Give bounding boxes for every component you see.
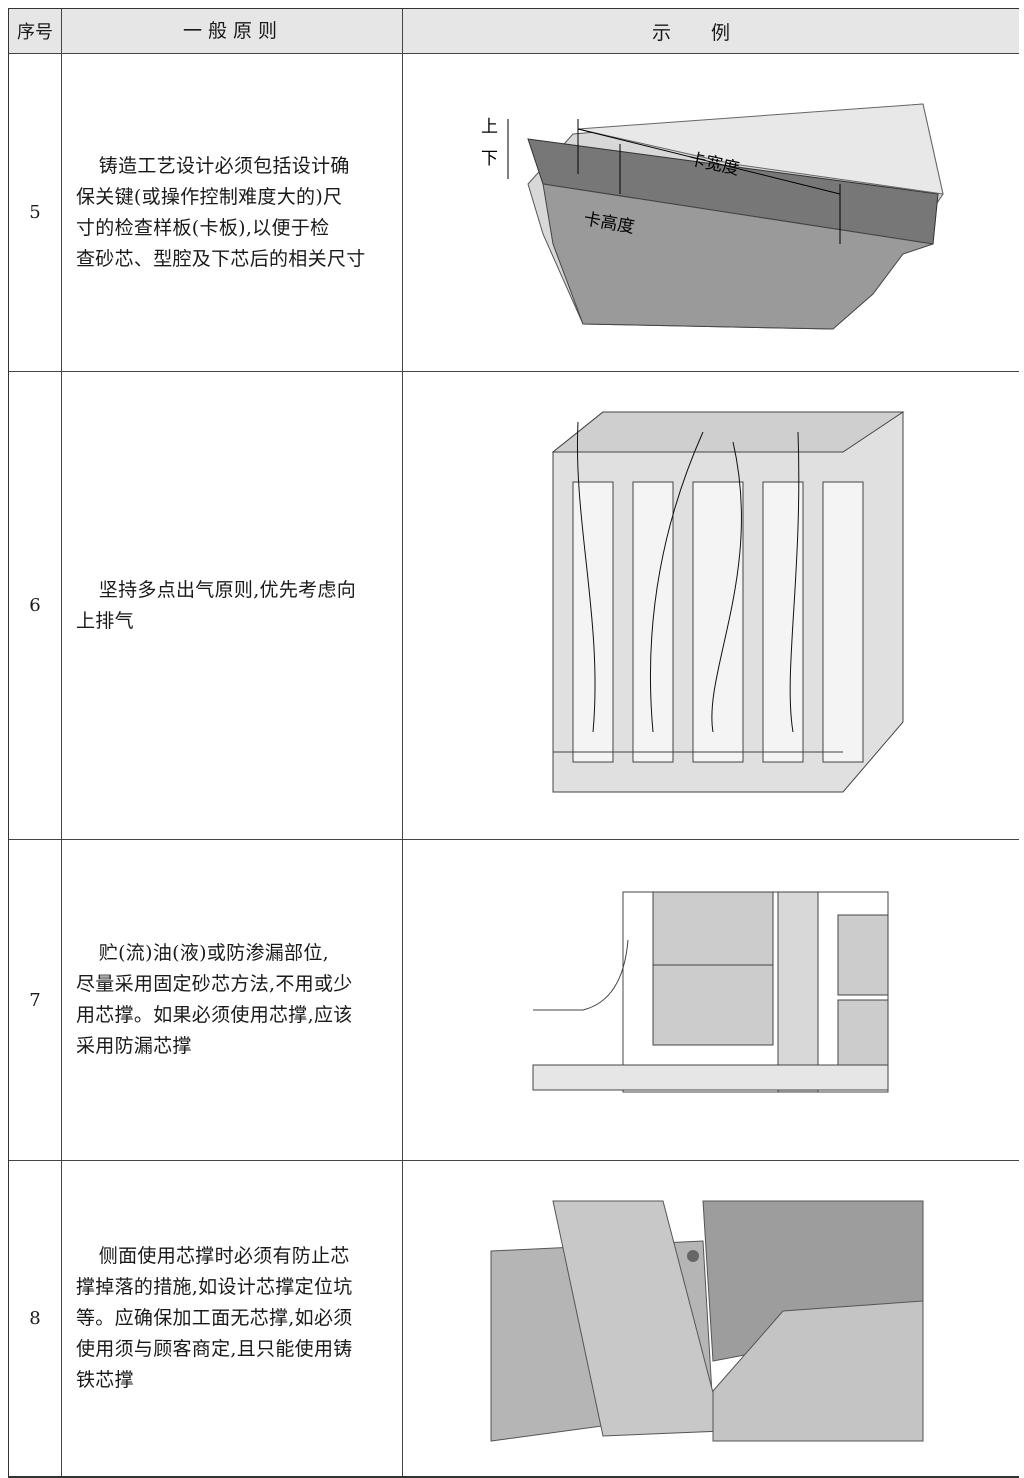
venting-core-figure: [551, 411, 905, 793]
label-down: 下: [481, 149, 498, 169]
text-line: 保关键(或操作控制难度大的)尺: [76, 185, 343, 208]
row-number: 8: [9, 1161, 62, 1476]
example-figure: 上 下 卡宽度 卡高度: [403, 54, 1019, 371]
table-header: 序号 一般原则 示例: [9, 9, 1019, 54]
principle-text: 坚持多点出气原则,优先考虑向 上排气: [62, 372, 403, 839]
side-chaplet-figure: [490, 1200, 924, 1442]
text-line: 铁芯撑: [76, 1369, 134, 1391]
table-row: 8 侧面使用芯撑时必须有防止芯 撑掉落的措施,如设计芯撑定位坑 等。应确保加工面…: [9, 1161, 1019, 1477]
text-line: 等。应确保加工面无芯撑,如必须: [76, 1307, 353, 1329]
leak-proof-chaplet-figure: [532, 891, 889, 1093]
example-figure: [403, 1161, 1019, 1476]
text-line: 铸造工艺设计必须包括设计确: [98, 154, 350, 177]
header-principle: 一般原则: [62, 9, 403, 53]
principle-text: 侧面使用芯撑时必须有防止芯 撑掉落的措施,如设计芯撑定位坑 等。应确保加工面无芯…: [62, 1161, 403, 1476]
text-line: 上排气: [76, 609, 134, 632]
text-line: 使用须与顾客商定,且只能使用铸: [76, 1338, 353, 1360]
table-row: 7 贮(流)油(液)或防渗漏部位, 尽量采用固定砂芯方法,不用或少 用芯撑。如果…: [9, 840, 1019, 1161]
text-line: 坚持多点出气原则,优先考虑向: [98, 578, 357, 601]
text-line: 采用防漏芯撑: [76, 1035, 192, 1057]
gauge-plate-figure: 上 下 卡宽度 卡高度: [481, 103, 944, 330]
text-line: 查砂芯、型腔及下芯后的相关尺寸: [76, 247, 366, 270]
principle-text: 贮(流)油(液)或防渗漏部位, 尽量采用固定砂芯方法,不用或少 用芯撑。如果必须…: [62, 840, 403, 1160]
row-number: 7: [9, 840, 62, 1160]
row-number: 5: [9, 54, 62, 371]
row-number: 6: [9, 372, 62, 839]
text-line: 用芯撑。如果必须使用芯撑,应该: [76, 1004, 353, 1026]
principles-table: 序号 一般原则 示例 5 铸造工艺设计必须包括设计确 保关键(或操作控制难度大的…: [8, 8, 1019, 1478]
text-line: 贮(流)油(液)或防渗漏部位,: [98, 942, 329, 964]
table-row: 5 铸造工艺设计必须包括设计确 保关键(或操作控制难度大的)尺 寸的检查样板(卡…: [9, 54, 1019, 372]
table-row: 6 坚持多点出气原则,优先考虑向 上排气: [9, 372, 1019, 840]
text-line: 撑掉落的措施,如设计芯撑定位坑: [76, 1276, 353, 1298]
header-no: 序号: [9, 9, 62, 53]
header-example: 示例: [651, 21, 770, 44]
example-figure: [403, 840, 1019, 1160]
example-figure: [403, 372, 1019, 839]
principle-text: 铸造工艺设计必须包括设计确 保关键(或操作控制难度大的)尺 寸的检查样板(卡板)…: [62, 54, 403, 371]
text-line: 侧面使用芯撑时必须有防止芯: [98, 1245, 350, 1267]
text-line: 寸的检查样板(卡板),以便于检: [76, 216, 330, 239]
label-up: 上: [481, 117, 498, 137]
text-line: 尽量采用固定砂芯方法,不用或少: [76, 973, 353, 995]
